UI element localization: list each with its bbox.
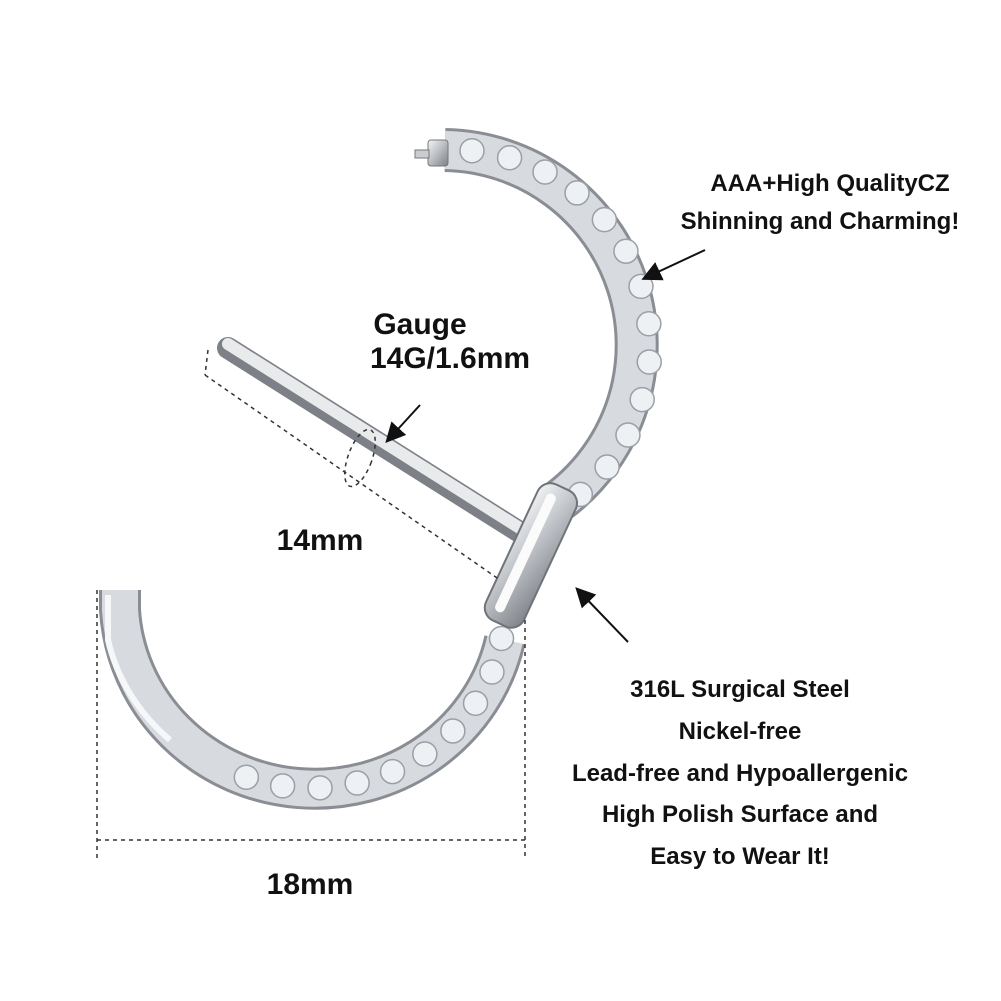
cz-gem xyxy=(307,775,333,801)
hinge-block xyxy=(483,482,579,629)
cz-gem xyxy=(594,454,620,480)
material-arrow xyxy=(575,587,629,643)
cz-gem xyxy=(440,718,466,744)
cz-label-line1: AAA+High QualityCZ xyxy=(710,170,950,197)
cz-gem xyxy=(636,311,662,337)
ring-diameter-label: 18mm xyxy=(266,868,354,901)
cz-gem xyxy=(628,273,654,300)
cz-gem xyxy=(488,625,515,652)
material-line-3: Lead-free and Hypoallergenic xyxy=(571,760,909,787)
cz-gem xyxy=(344,770,370,796)
bar-length-label: 14mm xyxy=(276,524,364,557)
cz-gem xyxy=(613,238,639,264)
material-line-2: Nickel-free xyxy=(678,718,802,745)
cz-gem xyxy=(615,422,641,448)
hinge-post xyxy=(217,337,556,559)
cz-gem xyxy=(379,758,406,785)
ring-tip xyxy=(427,139,449,167)
cz-gem xyxy=(269,773,296,799)
cz-gem xyxy=(636,349,663,375)
material-line-1: 316L Surgical Steel xyxy=(630,676,850,703)
cz-gem xyxy=(459,137,485,164)
cz-gem xyxy=(412,741,438,767)
cz-gem xyxy=(591,206,618,233)
gauge-value: 14G/1.6mm xyxy=(369,342,531,375)
dimension-lines xyxy=(96,349,526,860)
cz-gem xyxy=(479,659,505,685)
cz-gem xyxy=(462,690,489,717)
top-ring-segment xyxy=(414,128,663,518)
gauge-arrow xyxy=(385,404,421,443)
material-line-4: High Polish Surface and xyxy=(601,801,879,828)
cz-label-line2: Shinning and Charming! xyxy=(680,208,960,235)
cz-gem xyxy=(233,764,260,791)
cz-gem xyxy=(564,180,590,206)
cz-gem-row-top xyxy=(459,137,663,508)
cz-gem xyxy=(532,159,558,185)
material-line-5: Easy to Wear It! xyxy=(650,843,830,870)
cz-gem xyxy=(496,145,523,171)
cz-gem xyxy=(629,386,655,413)
cz-arrow xyxy=(641,249,706,281)
gauge-title: Gauge xyxy=(373,308,467,341)
bottom-ring xyxy=(99,590,526,810)
